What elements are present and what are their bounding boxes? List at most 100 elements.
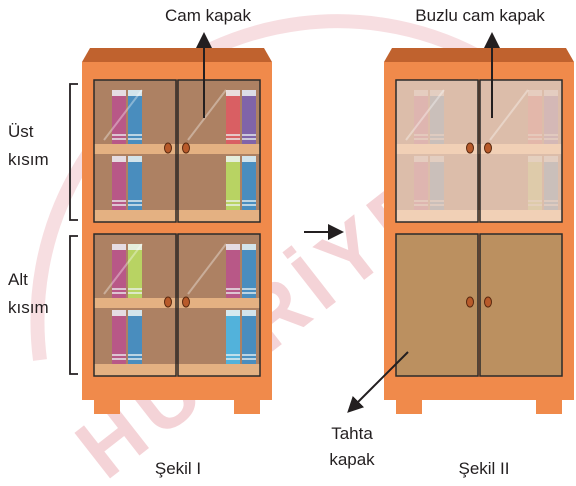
glass-reflection: [489, 89, 529, 141]
label-wooden-door-line2: kapak: [329, 450, 375, 469]
book: [242, 156, 256, 210]
book-stripe: [112, 204, 126, 206]
book-top-band: [226, 156, 240, 162]
door-knob: [484, 142, 492, 154]
book-cover: [242, 90, 256, 144]
book-cover: [112, 156, 126, 210]
book-stripe: [226, 288, 240, 290]
glass-reflection: [187, 243, 227, 295]
book-stripe: [226, 354, 240, 356]
label-figure-1: Şekil I: [154, 459, 202, 478]
book-cover: [112, 310, 126, 364]
cabinet-foot-left: [94, 400, 120, 414]
book-stripe: [128, 288, 142, 290]
book-stripe: [226, 204, 240, 206]
book-top-band: [128, 244, 142, 250]
book-stripe: [128, 292, 142, 294]
glass-reflection: [103, 243, 143, 295]
door-knob: [164, 296, 172, 308]
book-stripe: [112, 138, 126, 140]
book-top-band: [242, 90, 256, 96]
book-stripe: [242, 354, 256, 356]
book-stripe: [112, 292, 126, 294]
book-cover: [112, 244, 126, 298]
book: [242, 90, 256, 144]
book-top-band: [242, 156, 256, 162]
book: [112, 244, 126, 298]
glass-door-left: [93, 79, 177, 223]
book: [128, 156, 142, 210]
bracket-upper-section: [69, 83, 78, 221]
book-stripe: [242, 200, 256, 202]
book: [112, 90, 126, 144]
book-top-band: [112, 244, 126, 250]
book-cover: [226, 244, 240, 298]
book-stripe: [128, 358, 142, 360]
book-top-band: [128, 90, 142, 96]
label-wooden-door-line1: Tahta: [331, 424, 373, 443]
bracket-lower-section: [69, 235, 78, 375]
book-top-band: [242, 244, 256, 250]
book-stripe: [226, 358, 240, 360]
book: [242, 310, 256, 364]
glass-reflection: [103, 89, 143, 141]
book-top-band: [242, 310, 256, 316]
book-stripe: [112, 288, 126, 290]
label-lower-section-line1: Alt: [8, 270, 28, 289]
door-knob: [182, 296, 190, 308]
door-knob: [164, 142, 172, 154]
book-top-band: [226, 244, 240, 250]
book: [242, 244, 256, 298]
book: [112, 310, 126, 364]
book-cover: [242, 244, 256, 298]
book-stripe: [226, 138, 240, 140]
cabinet-top: [384, 48, 574, 62]
book-cover: [242, 310, 256, 364]
book-stripe: [128, 204, 142, 206]
book-stripe: [242, 204, 256, 206]
book-stripe: [112, 354, 126, 356]
book: [128, 310, 142, 364]
cabinet-figure-1: [82, 48, 272, 414]
book-cover: [242, 156, 256, 210]
book: [128, 90, 142, 144]
book-stripe: [128, 138, 142, 140]
book-cover: [226, 156, 240, 210]
book-top-band: [226, 310, 240, 316]
book-cover: [128, 310, 142, 364]
book-top-band: [112, 156, 126, 162]
annotations: [69, 32, 500, 413]
glass-door-left: [93, 233, 177, 377]
cabinet-top: [82, 48, 272, 62]
label-frosted-glass-door: Buzlu cam kapak: [415, 6, 545, 25]
book-stripe: [242, 138, 256, 140]
book-stripe: [128, 134, 142, 136]
book-stripe: [226, 292, 240, 294]
book: [112, 156, 126, 210]
cabinet-figure-2: [384, 48, 574, 414]
shelf-board: [94, 364, 260, 376]
door-knob: [484, 296, 492, 308]
book-cover: [128, 156, 142, 210]
glass-reflection: [187, 89, 227, 141]
book-stripe: [242, 288, 256, 290]
book: [226, 244, 240, 298]
label-glass-door: Cam kapak: [165, 6, 251, 25]
shelf-board: [94, 298, 260, 308]
book-top-band: [112, 310, 126, 316]
book-cover: [226, 310, 240, 364]
label-upper-section-line1: Üst: [8, 122, 34, 141]
frosted-glass-door-left: [395, 79, 479, 223]
book-stripe: [128, 200, 142, 202]
middle-rail: [88, 222, 266, 232]
book-top-band: [112, 90, 126, 96]
book-stripe: [242, 292, 256, 294]
frosted-glass-door-right: [479, 79, 563, 223]
shelf-board: [396, 144, 562, 154]
wooden-door-left: [395, 233, 479, 377]
cabinet-foot-right: [536, 400, 562, 414]
book-cover: [112, 90, 126, 144]
book-top-band: [128, 310, 142, 316]
book-stripe: [112, 358, 126, 360]
